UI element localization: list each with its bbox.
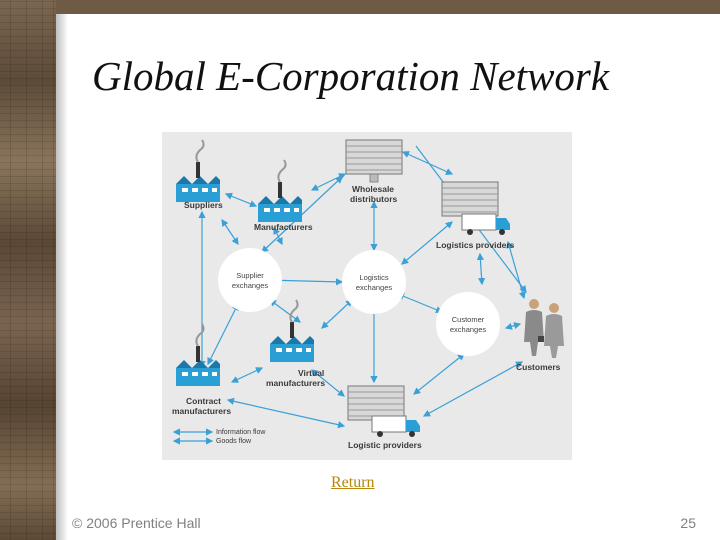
logistics-exchanges-line2: exchanges <box>356 283 393 292</box>
footer-copyright: © 2006 Prentice Hall <box>72 515 201 531</box>
page-number: 25 <box>680 515 696 531</box>
network-diagram: Suppliers Manufacturers Wholesale distri… <box>162 132 572 460</box>
customers-label: Customers <box>516 362 561 372</box>
logistics-truck-icon <box>461 213 511 236</box>
customers-people-icon <box>524 299 564 358</box>
legend: Information flow Goods flow <box>172 428 266 445</box>
virtual-manufacturers-line1: Virtual <box>298 368 324 378</box>
top-border <box>56 0 720 14</box>
legend-information-flow: Information flow <box>216 429 266 436</box>
logistic-truck-icon <box>371 415 421 438</box>
manufacturers-factory-icon <box>257 159 303 223</box>
contract-manufacturers-line2: manufacturers <box>172 406 231 416</box>
virtual-manufacturers-factory-icon <box>269 299 315 363</box>
manufacturers-label: Manufacturers <box>254 222 313 232</box>
suppliers-label: Suppliers <box>184 200 223 210</box>
customer-exchanges-node <box>436 292 500 356</box>
virtual-manufacturers-line2: manufacturers <box>266 378 325 388</box>
wholesale-label-line2: distributors <box>350 194 397 204</box>
logistic-providers-bottom-label: Logistic providers <box>348 440 422 450</box>
legend-goods-flow: Goods flow <box>216 438 252 445</box>
marble-border <box>0 0 56 540</box>
contract-manufacturers-line1: Contract <box>186 396 221 406</box>
supplier-exchanges-line1: Supplier <box>236 271 264 280</box>
suppliers-factory-icon <box>175 139 221 203</box>
logistics-exchanges-line1: Logistics <box>359 273 388 282</box>
supplier-exchanges-line2: exchanges <box>232 281 269 290</box>
wholesale-label-line1: Wholesale <box>352 184 394 194</box>
supplier-exchanges-node <box>218 248 282 312</box>
contract-manufacturers-factory-icon <box>175 323 221 387</box>
logistics-exchanges-node <box>342 250 406 314</box>
customer-exchanges-line2: exchanges <box>450 325 487 334</box>
slide-title: Global E-Corporation Network <box>92 53 610 99</box>
wholesale-warehouse-icon <box>345 139 403 183</box>
return-link[interactable]: Return <box>331 474 375 491</box>
customer-exchanges-line1: Customer <box>452 315 485 324</box>
logistics-providers-top-label: Logistics providers <box>436 240 515 250</box>
slide-shadow <box>56 14 68 540</box>
